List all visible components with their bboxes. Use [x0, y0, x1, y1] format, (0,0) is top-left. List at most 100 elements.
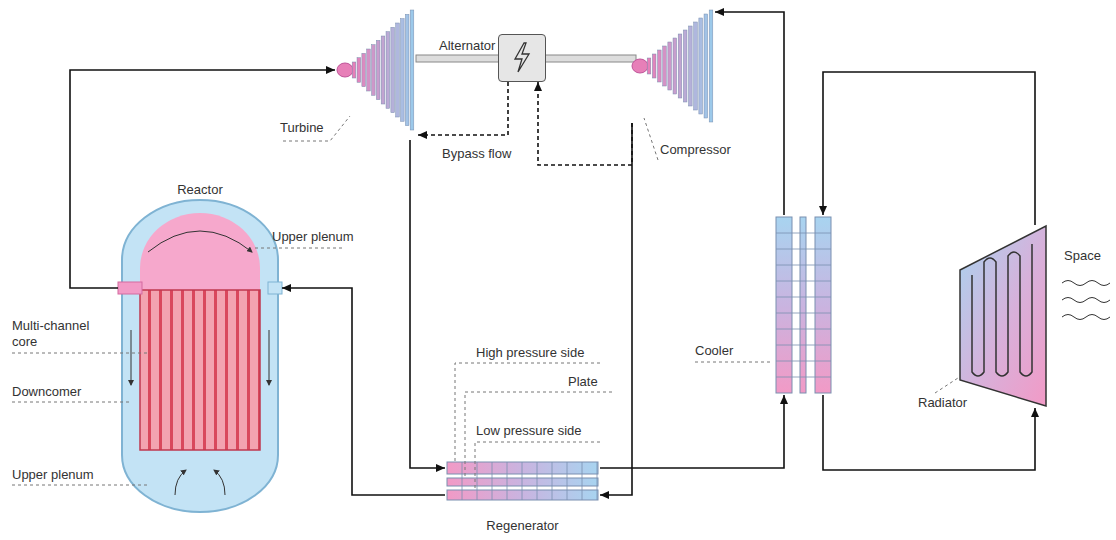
cell-line	[776, 281, 831, 282]
component-label: Reactor	[118, 182, 282, 198]
cell-line	[776, 361, 831, 362]
cell-line	[462, 462, 463, 500]
leader-line	[475, 442, 600, 491]
alternator-node: Alternator	[498, 34, 546, 82]
cell-line	[776, 377, 831, 378]
leader-line	[12, 485, 150, 486]
cell-line	[776, 329, 831, 330]
blade	[658, 50, 662, 82]
leader-line	[455, 363, 600, 463]
part-label: High pressure side	[476, 345, 584, 361]
blade	[689, 26, 693, 106]
part-label: Plate	[568, 374, 598, 390]
cell-line	[776, 313, 831, 314]
blade	[709, 10, 713, 122]
component-label: Cooler	[695, 343, 733, 359]
cell-line	[507, 462, 508, 500]
cell-line	[776, 345, 831, 346]
component-label: Regenerator	[445, 518, 600, 534]
regenerator-row	[447, 462, 598, 474]
cell-line	[477, 462, 478, 500]
blade	[663, 46, 667, 86]
blade	[362, 53, 366, 86]
upper-plenum	[140, 213, 260, 290]
blade	[381, 36, 385, 104]
leader-line	[935, 378, 958, 393]
cooler-column	[800, 217, 806, 393]
cell-line	[492, 462, 493, 500]
flow-connector	[600, 123, 632, 495]
radiation-wave	[1062, 281, 1110, 286]
leader-line	[12, 402, 130, 403]
leader-line	[255, 248, 345, 249]
flow-arrow	[131, 330, 132, 385]
reactor-vessel	[122, 200, 278, 512]
leader-lines	[12, 116, 958, 491]
part-label: Upper plenum	[272, 229, 354, 245]
leader-line	[465, 392, 612, 479]
cell-line	[567, 462, 568, 500]
blades	[352, 10, 713, 130]
flow-arrow	[175, 470, 186, 495]
radiator-pipe	[972, 244, 1032, 376]
outlet-port	[118, 282, 142, 294]
lightning-bolt	[515, 43, 529, 72]
cooler-column	[815, 217, 831, 393]
leader-line	[695, 362, 772, 363]
cell-line	[582, 462, 583, 500]
flow-connector	[823, 72, 1035, 225]
blade	[391, 27, 395, 112]
blade	[352, 62, 356, 78]
edge-label: Bypass flow	[440, 146, 513, 162]
component-label: Turbine	[280, 120, 324, 136]
reactor-node: Reactor	[118, 180, 282, 514]
cell-line	[552, 462, 553, 500]
compressor-node: Compressor	[630, 8, 715, 123]
flow-connector	[282, 288, 445, 495]
turbine-node: Turbine	[335, 8, 418, 140]
flow-arrow	[214, 470, 225, 495]
part-label: Downcomer	[12, 384, 81, 400]
component-label: Radiator	[918, 395, 967, 411]
inlet-port	[268, 282, 282, 294]
regenerator-node: Regenerator	[445, 460, 600, 502]
part-label: Upper plenum	[12, 467, 94, 483]
reactor-core	[140, 290, 260, 450]
radiation-wave	[1062, 315, 1110, 320]
blade	[678, 34, 682, 98]
blade	[396, 23, 400, 117]
flow-connector	[70, 70, 335, 288]
plate-cells	[776, 233, 831, 377]
leader-line	[12, 353, 150, 354]
turbine-hub	[337, 63, 353, 77]
blade	[668, 42, 672, 90]
blade	[699, 18, 703, 114]
regenerator-row	[447, 490, 598, 500]
flow-connector	[600, 395, 784, 468]
cell-line	[776, 249, 831, 250]
blade	[410, 10, 414, 130]
plate-cells	[462, 462, 597, 500]
cell-line	[776, 233, 831, 234]
cell-line	[776, 265, 831, 266]
blade	[647, 58, 651, 74]
blade	[401, 19, 405, 122]
flow-connector	[410, 140, 445, 468]
flow-connector	[715, 12, 784, 215]
lightning-symbol	[499, 35, 544, 80]
regenerator-row	[447, 478, 598, 486]
cell-line	[537, 462, 538, 500]
blade	[652, 54, 656, 78]
cell-line	[597, 462, 598, 500]
cell-line	[522, 462, 523, 500]
radiator-node: Radiator	[958, 225, 1048, 408]
cooler-node: Cooler	[775, 215, 833, 395]
compressor-hub	[632, 59, 648, 73]
radiation-wave	[1062, 298, 1110, 303]
blade	[367, 49, 371, 91]
blade	[386, 32, 390, 109]
bypass-connector	[418, 82, 508, 135]
